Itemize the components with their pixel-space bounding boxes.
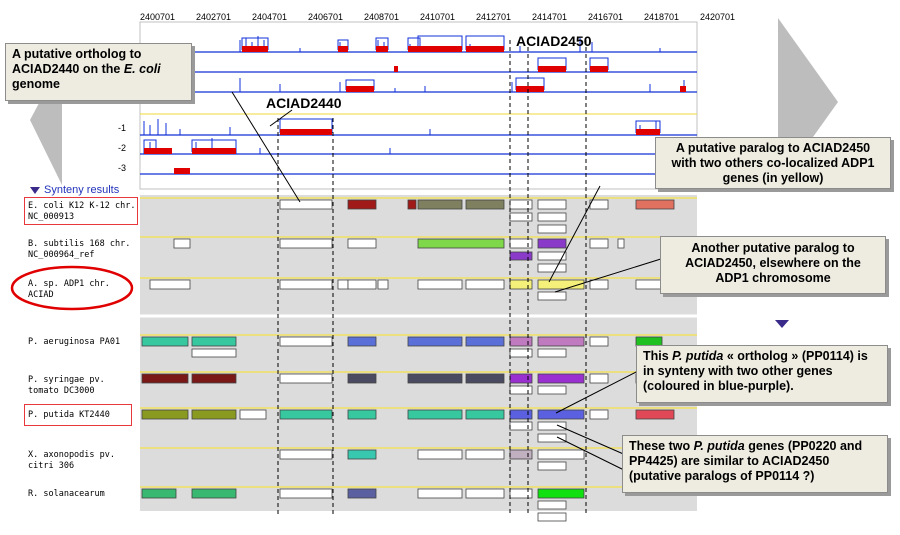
coord-label: 2416701 [588, 12, 624, 22]
organism-label: R. solanacearum [28, 489, 105, 499]
callout-text: genome [12, 77, 60, 91]
callout-paralog-elsewhere: Another putative paralog to ACIAD2450, e… [660, 236, 886, 294]
callout-putida-paralogs: These two P. putida genes (PP0220 and PP… [622, 435, 888, 493]
organism-frame [24, 197, 138, 225]
organism-circle [10, 265, 134, 311]
callout-italic: P. putida [672, 349, 724, 363]
callout-italic: P. putida [693, 439, 745, 453]
genome-track-panel [139, 21, 698, 190]
organism-label: P. syringae pv. tomato DC3000 [28, 375, 105, 396]
callout-text: These two [629, 439, 694, 453]
coord-label: 2414701 [532, 12, 568, 22]
pointer-lines [231, 91, 665, 473]
synteny-genes [141, 199, 675, 522]
coord-label: 2402701 [196, 12, 232, 22]
coord-label: 2418701 [644, 12, 680, 22]
callout-putida-ortholog: This P. putida « ortholog » (PP0114) is … [636, 345, 888, 403]
organism-label: P. aeruginosa PA01 [28, 337, 121, 347]
organism-label: A. sp. ADP1 chr. ACIAD [28, 279, 110, 300]
callout-text: « ortholog » (PP0114) is in synteny with… [643, 349, 868, 393]
callout-text: A putative ortholog to ACIAD2440 on the [12, 47, 142, 76]
coord-label: 2410701 [420, 12, 456, 22]
coord-label: 2406701 [308, 12, 344, 22]
coord-label: 2404701 [252, 12, 288, 22]
callout-text: genes (PP0220 and PP4425) are similar to… [629, 439, 863, 483]
triangle-down-icon [30, 186, 40, 194]
organism-label: B. subtilis 168 chr. NC_000964_ref [28, 239, 131, 260]
coord-label: 2420701 [700, 12, 736, 22]
callout-text: This [643, 349, 673, 363]
gene-label-aciad2440: ACIAD2440 [266, 95, 342, 111]
dashed-guides [277, 40, 587, 515]
organism-label: E. coli K12 K-12 chr. NC_000913 [28, 201, 136, 222]
strand-label: -3 [118, 163, 127, 173]
synteny-results-label: Synteny results [44, 184, 120, 196]
synteny-results-toggle[interactable]: Synteny results [30, 184, 119, 196]
coord-label: 2408701 [364, 12, 400, 22]
organism-frame [24, 404, 132, 426]
callout-ecoli-ortholog: A putative ortholog to ACIAD2440 on the … [5, 43, 192, 101]
coord-label: 2412701 [476, 12, 512, 22]
organism-label: P. putida KT2440 [28, 410, 110, 420]
callout-italic: E. coli [123, 62, 161, 76]
organism-label: X. axonopodis pv. citri 306 [28, 450, 115, 471]
coord-label: 2400701 [140, 12, 176, 22]
strand-label: -1 [118, 123, 127, 133]
callout-paralog-yellow: A putative paralog to ACIAD2450 with two… [655, 137, 891, 189]
purple-marker [775, 320, 789, 328]
strand-label: -2 [118, 143, 127, 153]
gene-label-aciad2450: ACIAD2450 [516, 33, 592, 49]
